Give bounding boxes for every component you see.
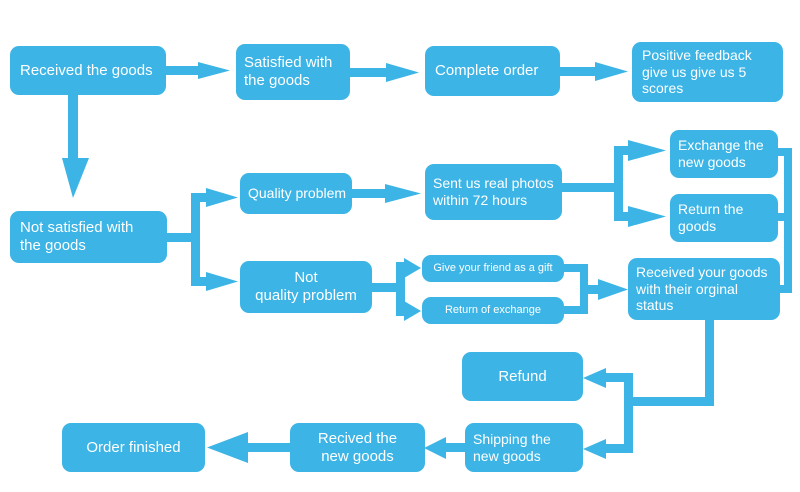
node-recived-the-new-goods[interactable]: Recived the new goods: [290, 423, 425, 472]
node-label-return-the-goods: Return the goods: [678, 201, 744, 234]
node-received-the-goods[interactable]: Received the goods: [10, 46, 166, 95]
node-order-finished[interactable]: Order finished: [62, 423, 205, 472]
node-label-order-finished: Order finished: [86, 438, 181, 456]
edge-photos-split: [562, 140, 666, 227]
edge-received-goods-to-refund-shipping: [583, 320, 714, 459]
node-label-positive-feedback: Positive feedback give us give us 5 scor…: [642, 47, 752, 97]
node-return-the-goods[interactable]: Return the goods: [670, 194, 778, 242]
node-label-shipping-the-new-goods: Shipping the new goods: [473, 430, 551, 464]
node-label-not-satisfied-with-the-goods: Not satisfied with the goods: [20, 219, 134, 254]
node-label-return-of-exchange: Return of exchange: [444, 304, 541, 317]
edge-right-rail: [778, 148, 792, 293]
node-label-not-quality-problem: Not quality problem: [255, 269, 357, 304]
edge-recived-to-order-finished: [207, 432, 292, 463]
node-label-refund: Refund: [498, 367, 547, 385]
node-positive-feedback[interactable]: Positive feedback give us give us 5 scor…: [632, 42, 783, 102]
node-not-quality-problem[interactable]: Not quality problem: [240, 261, 372, 313]
edge-received-to-not-satisfied: [62, 95, 89, 198]
node-return-of-exchange[interactable]: Return of exchange: [422, 297, 564, 324]
node-label-sent-us-real-photos: Sent us real photos within 72 hours: [433, 175, 554, 208]
edge-gift-merge-to-received-goods: [564, 264, 628, 314]
edge-received-to-satisfied: [166, 62, 230, 79]
node-label-received-your-goods-original-status: Received your goods with their orginal s…: [636, 264, 768, 314]
node-label-received-the-goods: Received the goods: [20, 61, 153, 79]
node-not-satisfied-with-the-goods[interactable]: Not satisfied with the goods: [10, 211, 167, 263]
node-label-recived-the-new-goods: Recived the new goods: [317, 429, 398, 465]
node-give-your-friend-as-a-gift[interactable]: Give your friend as a gift: [422, 255, 564, 282]
node-satisfied-with-the-goods[interactable]: Satisfied with the goods: [236, 44, 350, 100]
edge-shipping-to-recived: [424, 437, 466, 459]
node-complete-order[interactable]: Complete order: [425, 46, 560, 96]
node-exchange-the-new-goods[interactable]: Exchange the new goods: [670, 130, 778, 178]
edge-complete-to-feedback: [560, 62, 628, 81]
node-label-exchange-the-new-goods: Exchange the new goods: [678, 137, 764, 170]
edge-satisfied-to-complete: [350, 63, 419, 82]
edge-not-quality-split: [372, 258, 421, 321]
node-received-your-goods-original-status[interactable]: Received your goods with their orginal s…: [628, 258, 780, 320]
node-label-satisfied-with-the-goods: Satisfied with the goods: [244, 54, 333, 89]
edge-quality-to-photos: [352, 184, 421, 203]
node-sent-us-real-photos[interactable]: Sent us real photos within 72 hours: [425, 164, 562, 220]
node-refund[interactable]: Refund: [462, 352, 583, 401]
node-shipping-the-new-goods[interactable]: Shipping the new goods: [465, 423, 583, 472]
node-label-give-your-friend-as-a-gift: Give your friend as a gift: [433, 262, 553, 275]
node-label-quality-problem: Quality problem: [248, 185, 347, 202]
node-quality-problem[interactable]: Quality problem: [240, 173, 352, 214]
node-label-complete-order: Complete order: [435, 62, 539, 80]
edge-not-satisfied-split: [167, 188, 238, 291]
